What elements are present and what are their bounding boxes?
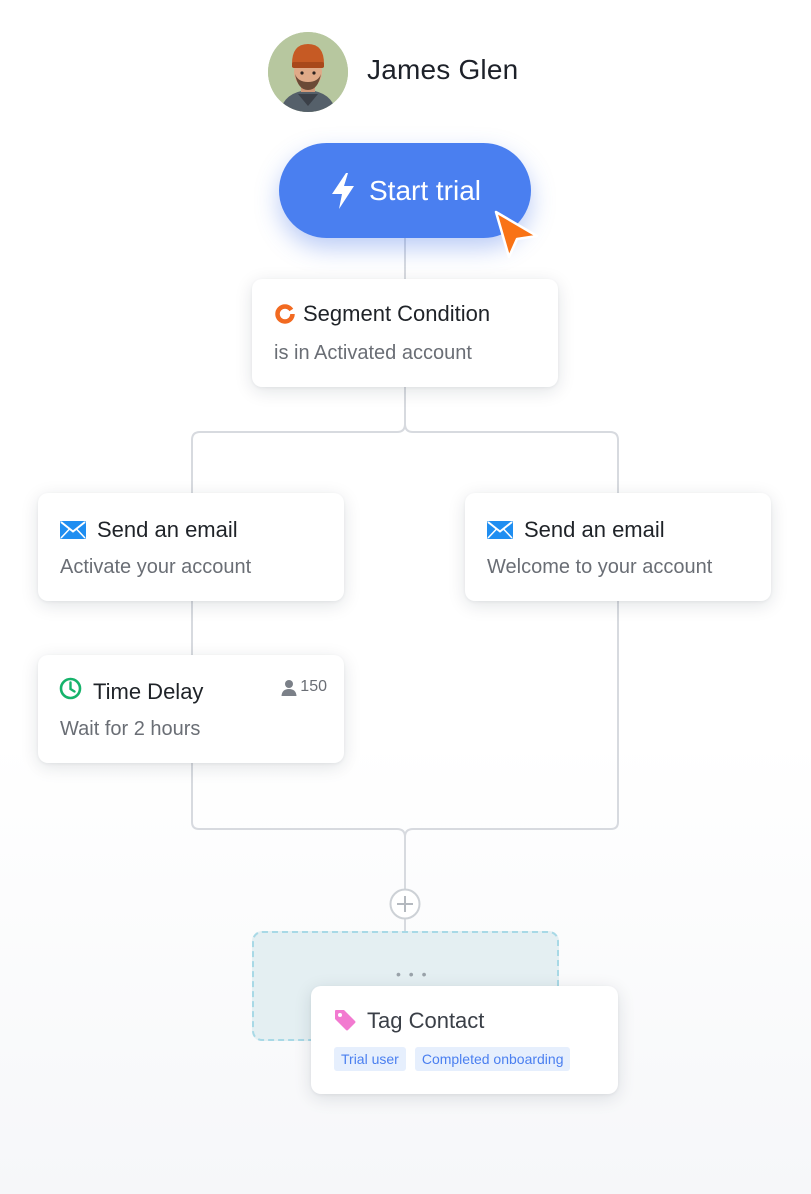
pointer-cursor-icon bbox=[494, 210, 539, 259]
send-email-node-left[interactable]: Send an email Activate your account bbox=[38, 493, 344, 601]
segment-ring-icon bbox=[275, 304, 296, 324]
send-email-node-right[interactable]: Send an email Welcome to your account bbox=[465, 493, 771, 601]
node-subtitle: Activate your account bbox=[60, 556, 252, 578]
node-subtitle: Wait for 2 hours bbox=[60, 718, 201, 740]
avatar-portrait-icon bbox=[268, 32, 348, 112]
user-name: James Glen bbox=[367, 54, 519, 85]
node-title: Send an email bbox=[524, 517, 665, 542]
contact-count-value: 150 bbox=[300, 678, 327, 695]
clock-icon bbox=[59, 677, 82, 700]
person-icon bbox=[281, 679, 297, 696]
envelope-icon bbox=[60, 521, 86, 539]
time-delay-node[interactable]: Time Delay 150 Wait for 2 hours bbox=[38, 655, 344, 763]
placeholder-dots: • • • bbox=[396, 966, 429, 982]
segment-condition-node[interactable]: Segment Condition is in Activated accoun… bbox=[252, 279, 558, 387]
envelope-icon bbox=[487, 521, 513, 539]
tag-list: Trial user Completed onboarding bbox=[334, 1047, 571, 1071]
tag-contact-node[interactable]: Tag Contact Trial user Completed onboard… bbox=[311, 986, 618, 1094]
node-title: Send an email bbox=[97, 517, 238, 542]
node-subtitle: Welcome to your account bbox=[487, 556, 713, 578]
tag-icon bbox=[335, 1010, 356, 1031]
tag-pill[interactable]: Completed onboarding bbox=[414, 1047, 571, 1071]
node-title: Segment Condition bbox=[303, 301, 491, 326]
tag-pill[interactable]: Trial user bbox=[334, 1047, 406, 1071]
lightning-bolt-icon bbox=[331, 172, 354, 209]
contact-count: 150 bbox=[281, 678, 327, 696]
trigger-label: Start trial bbox=[368, 174, 482, 206]
node-subtitle: is in Activated account bbox=[274, 342, 472, 364]
add-step-button[interactable] bbox=[389, 888, 421, 920]
node-title: Time Delay bbox=[93, 679, 204, 704]
node-title: Tag Contact bbox=[367, 1008, 485, 1033]
start-trial-trigger-button[interactable]: Start trial bbox=[279, 143, 531, 238]
avatar bbox=[268, 32, 348, 112]
